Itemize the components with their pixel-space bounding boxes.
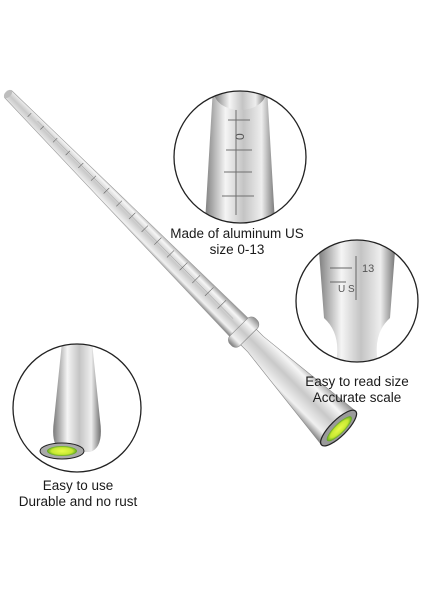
mandrel — [3, 89, 358, 447]
zoom-circle-tip: 0 — [173, 90, 307, 224]
zoom-scale-number: 13 — [362, 263, 374, 275]
callout-line: Accurate scale — [312, 390, 402, 405]
zoom-circle-scale: 13 U S — [295, 239, 419, 363]
zoom-scale-letters: U S — [338, 284, 355, 295]
zoom-circle-handle — [12, 343, 142, 473]
callout-readability: Easy to read size Accurate scale — [292, 374, 422, 406]
callout-durability: Easy to use Durable and no rust — [8, 478, 148, 510]
callout-line: Easy to read size — [305, 374, 409, 389]
zoom-top-digit: 0 — [233, 133, 247, 140]
callout-line: Made of aluminum US — [170, 226, 304, 241]
scale-ticks — [27, 113, 234, 319]
callout-material: Made of aluminum US size 0-13 — [162, 226, 312, 258]
callout-line: size 0-13 — [209, 242, 265, 257]
callout-line: Durable and no rust — [18, 494, 138, 509]
callout-line: Easy to use — [42, 478, 114, 493]
